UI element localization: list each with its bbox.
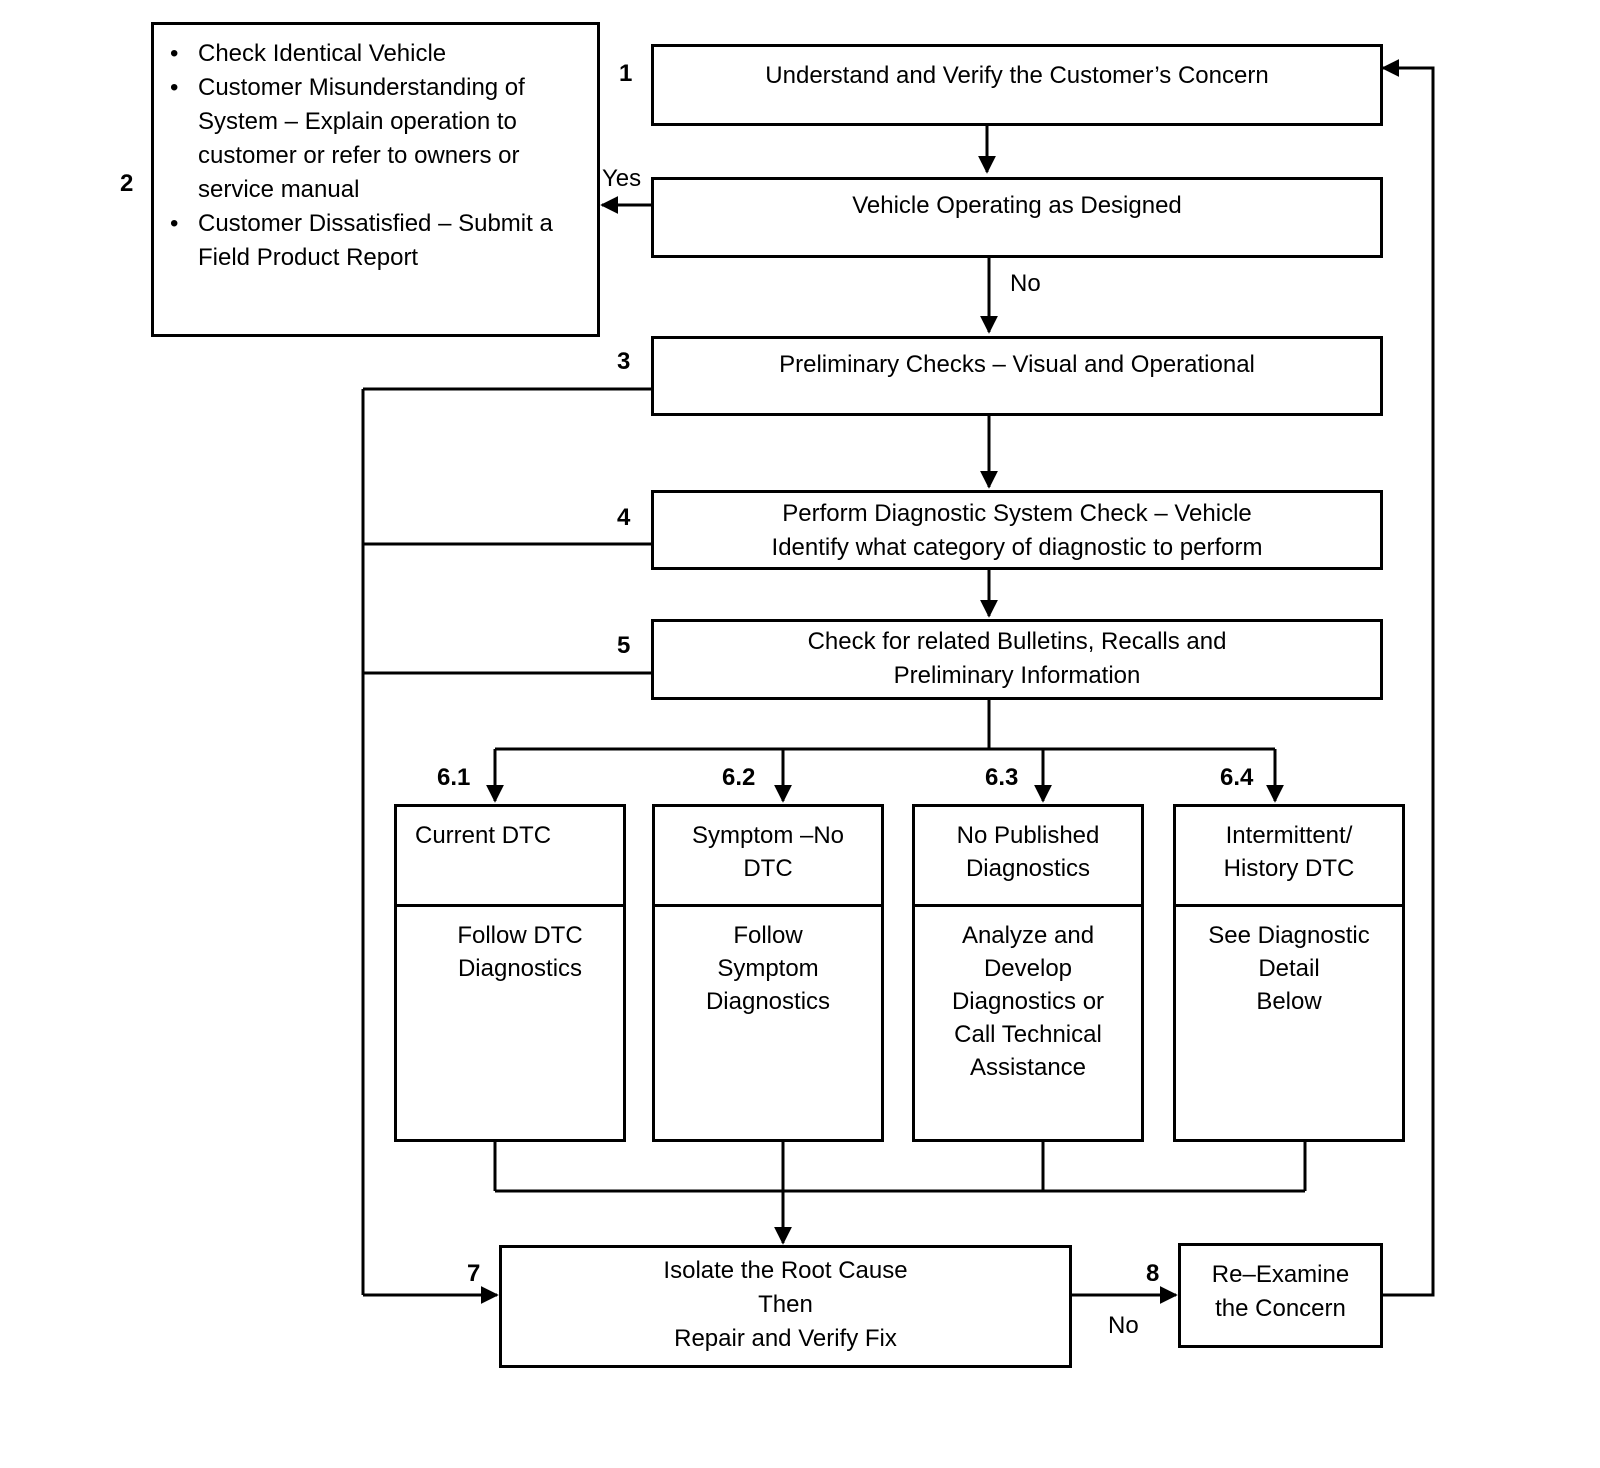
branch-6-2-action-cell: Follow Symptom Diagnostics [655, 907, 881, 1139]
step-5-text: Check for related Bulletins, Recalls and… [654, 625, 1380, 693]
branch-6-4-title-cell: Intermittent/ History DTC [1176, 807, 1402, 907]
step-7-line-1: Isolate the Root Cause [663, 1257, 908, 1284]
branch-6-1-number: 6.1 [437, 764, 471, 791]
edge-label-no: No [1010, 270, 1041, 297]
step-7-number: 7 [467, 1260, 481, 1287]
branch-6-3-action-cell: Analyze and Develop Diagnostics or Call … [915, 907, 1141, 1139]
step-8-line-2: the Concern [1215, 1295, 1346, 1322]
branch-6-1-title-cell: Current DTC [397, 807, 623, 907]
step-8-text: Re–Examine the Concern [1181, 1258, 1380, 1326]
branch-6-2-title: Symptom –No DTC [691, 822, 845, 882]
branch-6-4-box: Intermittent/ History DTC See Diagnostic… [1173, 804, 1405, 1142]
step-2-bullet: Customer Misunderstanding of System – Ex… [154, 71, 587, 207]
branch-6-1-box: Current DTC Follow DTC Diagnostics [394, 804, 626, 1142]
branch-6-3-title-cell: No Published Diagnostics [915, 807, 1141, 907]
step-8-line-1: Re–Examine [1211, 1261, 1350, 1288]
edge-label-no-fix: No [1108, 1312, 1139, 1339]
step-1-text: Understand and Verify the Customer’s Con… [765, 62, 1269, 89]
step-2-list: Check Identical Vehicle Customer Misunde… [154, 25, 597, 275]
step-7-line-3: Repair and Verify Fix [674, 1325, 897, 1352]
branch-6-4-action-cell: See Diagnostic Detail Below [1176, 907, 1402, 1139]
branch-6-2-action: Follow Symptom Diagnostics [705, 922, 831, 1015]
step-5-line-2: Preliminary Information [893, 662, 1141, 689]
step-1-number: 1 [619, 60, 633, 87]
step-3-box: Preliminary Checks – Visual and Operatio… [651, 336, 1383, 416]
step-7-box: Isolate the Root Cause Then Repair and V… [499, 1245, 1072, 1368]
loop-8-to-1 [1381, 59, 1435, 1297]
branch-6-3-box: No Published Diagnostics Analyze and Dev… [912, 804, 1144, 1142]
branch-6-3-action: Analyze and Develop Diagnostics or Call … [951, 922, 1105, 1081]
operating-box: Vehicle Operating as Designed [651, 177, 1383, 258]
step-8-box: Re–Examine the Concern [1178, 1243, 1383, 1348]
step-1-box: Understand and Verify the Customer’s Con… [651, 44, 1383, 126]
branch-6-4-action: See Diagnostic Detail Below [1208, 922, 1370, 1015]
step-4-box: Perform Diagnostic System Check – Vehicl… [651, 490, 1383, 570]
step-7-line-2: Then [758, 1291, 813, 1318]
branch-6-3-number: 6.3 [985, 764, 1019, 791]
step-2-box: Check Identical Vehicle Customer Misunde… [151, 22, 600, 337]
branch-6-1-action-cell: Follow DTC Diagnostics [397, 907, 623, 1139]
step-4-text: Perform Diagnostic System Check – Vehicl… [654, 497, 1380, 565]
step-4-line-2: Identify what category of diagnostic to … [771, 534, 1263, 561]
branch-6-1-title: Current DTC [415, 822, 552, 849]
step-2-number: 2 [120, 170, 134, 197]
branch-6-3-title: No Published Diagnostics [956, 822, 1100, 882]
step-7-text: Isolate the Root Cause Then Repair and V… [502, 1254, 1069, 1356]
step-3-text: Preliminary Checks – Visual and Operatio… [779, 351, 1255, 378]
step-4-line-1: Perform Diagnostic System Check – Vehicl… [782, 500, 1252, 527]
step-2-bullet: Customer Dissatisfied – Submit a Field P… [154, 207, 587, 275]
step-3-number: 3 [617, 348, 631, 375]
step-4-number: 4 [617, 504, 631, 531]
branch-6-4-number: 6.4 [1220, 764, 1254, 791]
step-2-bullet: Check Identical Vehicle [154, 37, 587, 71]
branch-6-2-title-cell: Symptom –No DTC [655, 807, 881, 907]
step-5-number: 5 [617, 632, 631, 659]
step-8-number: 8 [1146, 1260, 1160, 1287]
branch-6-1-action: Follow DTC Diagnostics [457, 922, 583, 982]
operating-text: Vehicle Operating as Designed [852, 192, 1182, 219]
branch-6-4-title: Intermittent/ History DTC [1223, 822, 1355, 882]
step-5-box: Check for related Bulletins, Recalls and… [651, 619, 1383, 700]
branch-6-2-box: Symptom –No DTC Follow Symptom Diagnosti… [652, 804, 884, 1142]
edge-label-yes: Yes [602, 165, 642, 192]
branch-6-2-number: 6.2 [722, 764, 756, 791]
step-5-line-1: Check for related Bulletins, Recalls and [807, 628, 1227, 655]
